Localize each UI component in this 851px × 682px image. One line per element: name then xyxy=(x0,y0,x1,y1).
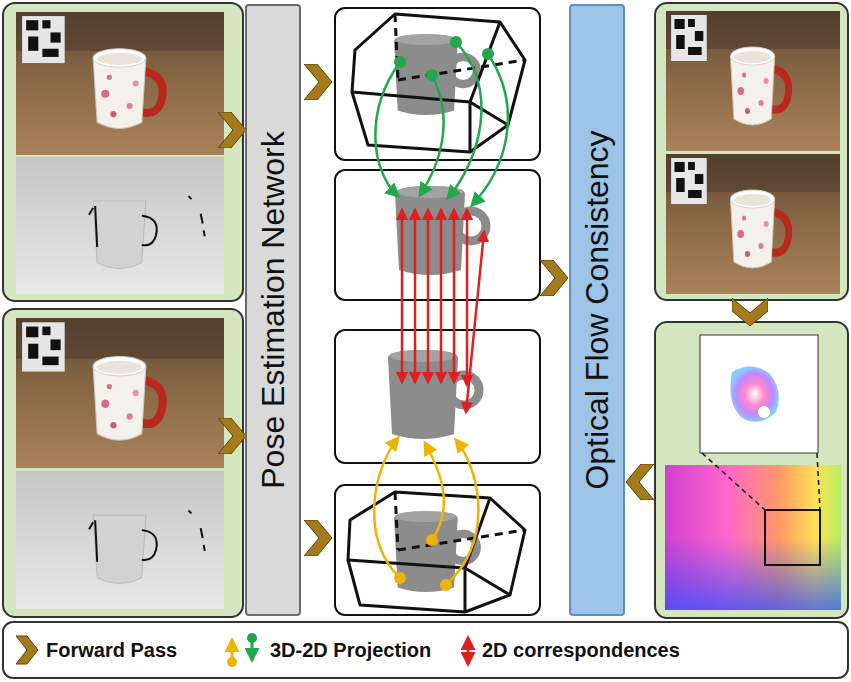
input-panel-top xyxy=(16,157,224,294)
projection-points-green xyxy=(426,69,438,81)
module-band: Optical Flow Consistency xyxy=(569,4,625,616)
projection-points-yellow xyxy=(440,579,452,591)
correspondence-sample xyxy=(467,638,470,664)
projection-points-yellow xyxy=(394,534,452,591)
legend-frame xyxy=(3,622,848,678)
render-boxes xyxy=(335,170,540,300)
flow-panel xyxy=(665,465,841,610)
render-boxes xyxy=(335,8,540,160)
input-panel-bottom xyxy=(3,309,243,617)
correspondence-arrows xyxy=(402,210,484,412)
correspondence-arrows xyxy=(401,210,404,382)
bounding-box-wireframe xyxy=(395,492,525,550)
module-band: Pose Estimation Network xyxy=(245,4,301,616)
chevron-sample xyxy=(16,636,38,664)
correspondence-arrows xyxy=(466,210,469,385)
flow-panel xyxy=(665,465,841,610)
flow-panel xyxy=(700,335,818,453)
projection-arrows-yellow xyxy=(374,438,400,578)
projection-points-yellow xyxy=(426,534,438,546)
bounding-box-wireframe xyxy=(348,498,510,612)
input-panel-top xyxy=(3,3,243,301)
forward-pass-chevrons xyxy=(626,464,654,500)
projection-arrows-green xyxy=(420,75,444,195)
render-boxes xyxy=(335,330,540,463)
bounding-box-wireframe xyxy=(348,14,525,612)
module-label: Optical Flow Consistency xyxy=(579,130,616,489)
module-label: Pose Estimation Network xyxy=(255,131,292,488)
legend-label: 3D-2D Projection xyxy=(270,637,431,663)
projection-sample xyxy=(247,633,257,643)
legend-sample xyxy=(468,638,469,664)
flow-panel xyxy=(758,406,770,418)
input-panel-bottom xyxy=(16,318,224,468)
forward-pass-chevrons xyxy=(732,298,768,326)
forward-pass-chevrons xyxy=(304,64,332,100)
input-panel-top xyxy=(16,12,224,155)
legend-sample xyxy=(16,636,38,664)
forward-pass-chevrons xyxy=(540,260,568,296)
forward-pass-chevrons xyxy=(626,464,654,500)
flow-panel xyxy=(730,366,779,421)
projection-points-yellow xyxy=(394,572,406,584)
correspondence-arrows xyxy=(466,232,484,412)
projection-points-green xyxy=(394,56,406,68)
flow-panel xyxy=(655,322,848,618)
forward-pass-chevrons xyxy=(304,520,332,556)
render-boxes xyxy=(335,485,540,615)
flow-panel xyxy=(702,453,820,510)
render-boxes xyxy=(335,8,540,615)
projection-arrows-yellow xyxy=(425,443,444,540)
input-panel-top xyxy=(3,3,243,301)
legend-sample xyxy=(227,633,257,667)
projection-points-green xyxy=(450,36,462,48)
forward-pass-chevrons xyxy=(218,112,246,148)
input-panel-bottom xyxy=(16,471,224,609)
target-panel-top xyxy=(655,3,848,300)
flow-panel xyxy=(655,322,848,618)
projection-sample xyxy=(227,657,237,667)
correspondence-arrows xyxy=(453,210,456,382)
projection-points-green xyxy=(482,48,494,60)
correspondence-arrows xyxy=(440,210,443,382)
legend-label: 2D correspondences xyxy=(482,637,680,663)
projection-arrows-yellow xyxy=(446,440,478,585)
target-panel-top xyxy=(655,3,848,300)
projection-points-green xyxy=(394,36,494,81)
target-panel-top xyxy=(666,11,840,151)
legend-label: Forward Pass xyxy=(46,637,177,663)
flow-panel xyxy=(765,510,820,565)
correspondence-arrows xyxy=(427,210,430,382)
projection-arrows-green xyxy=(375,62,400,196)
projection-arrows-green xyxy=(472,54,508,205)
projection-arrows-green xyxy=(448,42,481,198)
correspondence-arrows xyxy=(414,210,417,382)
target-panel-top xyxy=(666,154,840,294)
projection-arrows-yellow xyxy=(374,438,478,585)
bounding-box-wireframe xyxy=(352,14,525,152)
projection-arrows-green xyxy=(375,42,508,205)
forward-pass-chevrons xyxy=(732,298,768,326)
forward-pass-chevrons xyxy=(218,418,246,454)
input-panel-bottom xyxy=(3,309,243,617)
